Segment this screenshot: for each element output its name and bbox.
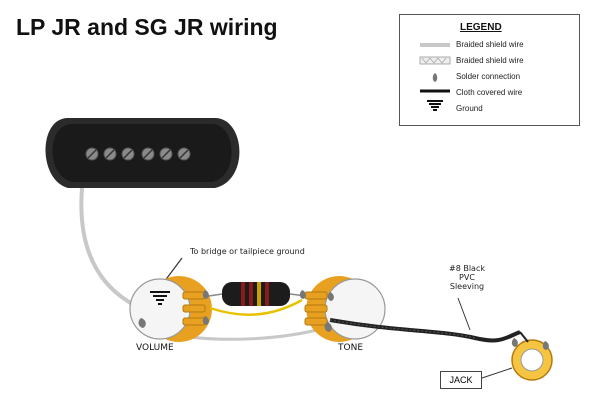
braided-wire-icon	[419, 56, 451, 65]
ground-symbol-icon	[427, 100, 443, 111]
solder-blob-icon	[202, 316, 209, 325]
volume-to-tone-wire	[209, 298, 303, 316]
pickup-lead-wire	[79, 187, 141, 310]
cable-label-line: #8 Black	[449, 264, 485, 273]
volume-label: VOLUME	[136, 343, 174, 353]
tone-label: TONE	[338, 343, 364, 353]
cable-label-line: PVC	[459, 273, 475, 282]
legend: LEGEND Braided shield wire Braided shiel…	[399, 14, 580, 126]
legend-item-label: Braided shield wire	[456, 56, 524, 65]
cable-label-pointer	[457, 297, 471, 331]
solder-blob-icon	[432, 73, 438, 82]
solder-blob-icon	[327, 292, 334, 301]
solder-blob-icon	[324, 322, 332, 332]
bridge-ground-note: To bridge or tailpiece ground	[190, 247, 305, 256]
jack-label-pointer	[481, 367, 513, 379]
ground-symbol-icon	[150, 291, 170, 305]
solder-blob-icon	[542, 341, 549, 350]
volume-pot	[129, 275, 212, 342]
output-jack	[511, 331, 553, 381]
cable-label: #8 Black PVC Sleeving	[440, 264, 494, 291]
p90-pickup	[45, 118, 240, 188]
legend-heading: LEGEND	[460, 22, 502, 33]
legend-item-label: Solder connection	[456, 72, 521, 81]
legend-item-label: Ground	[456, 104, 483, 113]
solder-blob-icon	[202, 290, 209, 299]
solder-blob-icon	[299, 290, 306, 299]
legend-icons	[419, 43, 451, 111]
capacitor	[208, 282, 307, 306]
legend-item-label: Braided shield wire	[456, 40, 524, 49]
jack-label: JACK	[440, 371, 482, 389]
solder-blob-icon	[138, 318, 146, 328]
diagram-title: LP JR and SG JR wiring	[16, 14, 278, 40]
solder-blob-icon	[511, 338, 518, 347]
legend-item-label: Cloth covered wire	[456, 88, 523, 97]
cable-label-line: Sleeving	[449, 282, 485, 291]
